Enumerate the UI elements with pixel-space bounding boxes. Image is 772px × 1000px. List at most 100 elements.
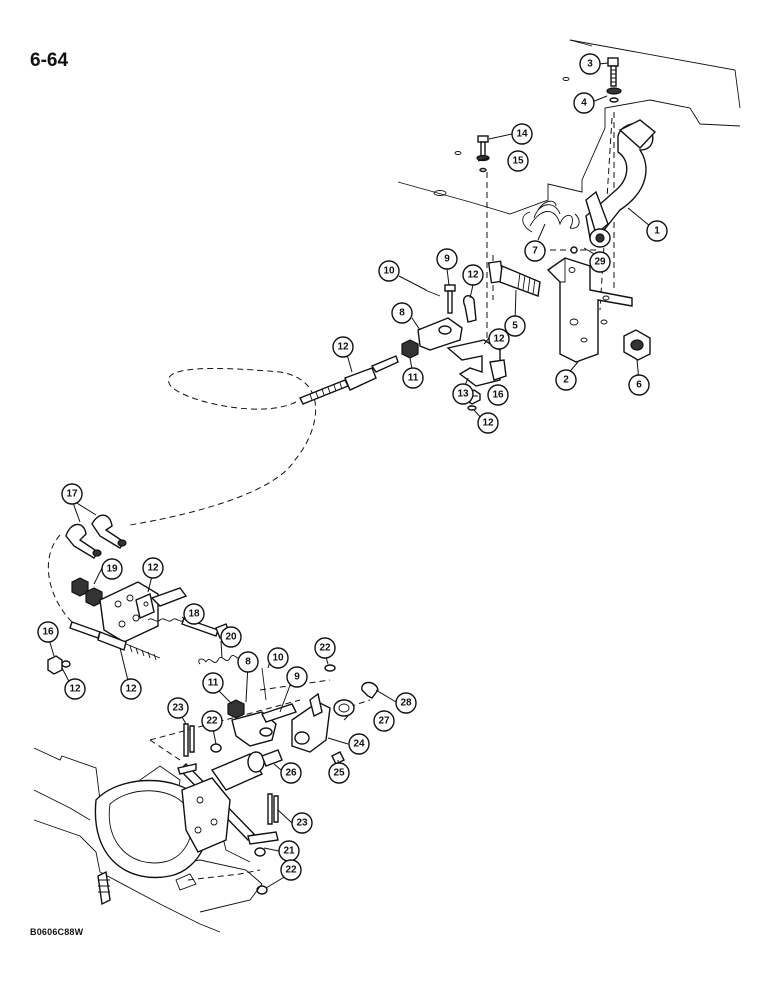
- callout-14: 14: [511, 123, 533, 145]
- callout-28: 28: [395, 692, 417, 714]
- bolt-3: [607, 57, 619, 87]
- callout-10-lower: 10: [267, 647, 289, 669]
- callout-9-lower: 9: [286, 666, 308, 688]
- svg-text:1: 1: [654, 226, 660, 237]
- svg-text:5: 5: [512, 321, 518, 332]
- svg-text:8: 8: [399, 308, 405, 319]
- mount-plate: [99, 581, 188, 643]
- svg-text:23: 23: [172, 703, 184, 714]
- svg-text:2: 2: [563, 375, 569, 386]
- svg-text:7: 7: [532, 246, 538, 257]
- callout-9-upper: 9: [436, 248, 458, 270]
- cable-end-upper: [299, 355, 399, 405]
- figure-code: B0606C88W: [30, 927, 84, 937]
- spring-7: [522, 200, 580, 233]
- svg-text:12: 12: [69, 684, 81, 695]
- svg-text:12: 12: [147, 563, 159, 574]
- callout-15: 15: [507, 150, 529, 172]
- callout-12-upper-b: 12: [488, 328, 510, 350]
- callout-8-upper: 8: [391, 302, 413, 324]
- svg-text:12: 12: [125, 684, 137, 695]
- svg-text:19: 19: [106, 564, 118, 575]
- callout-23-a: 23: [167, 697, 189, 719]
- washer-15: [476, 154, 490, 173]
- callout-23-b: 23: [291, 812, 313, 834]
- svg-text:21: 21: [283, 846, 295, 857]
- pivot-assembly-lower: [149, 664, 379, 791]
- svg-text:23: 23: [296, 818, 308, 829]
- callout-5: 5: [504, 315, 526, 337]
- cable-end-lower: [47, 534, 161, 661]
- svg-text:3: 3: [587, 59, 593, 70]
- callout-10-upper: 10: [378, 260, 400, 282]
- callout-22-c: 22: [280, 859, 302, 881]
- nut-6: [623, 329, 651, 361]
- svg-text:26: 26: [285, 768, 297, 779]
- callout-22-b: 22: [201, 710, 223, 732]
- callout-12-lower-b: 12: [64, 678, 86, 700]
- page-number: 6-64: [30, 50, 69, 71]
- callout-27: 27: [373, 710, 395, 732]
- callout-7: 7: [524, 240, 546, 262]
- callout-6: 6: [628, 374, 650, 396]
- svg-text:12: 12: [337, 342, 349, 353]
- callout-3: 3: [579, 53, 601, 75]
- callout-19: 19: [101, 558, 123, 580]
- svg-text:16: 16: [492, 390, 504, 401]
- callout-1: 1: [646, 220, 668, 242]
- callout-4: 4: [573, 92, 595, 114]
- screw-14: [477, 135, 489, 157]
- svg-text:17: 17: [66, 489, 78, 500]
- pedal-1: [570, 119, 657, 254]
- callout-21: 21: [278, 840, 300, 862]
- svg-text:12: 12: [482, 418, 494, 429]
- svg-text:4: 4: [581, 98, 587, 109]
- callout-25: 25: [328, 762, 350, 784]
- svg-text:16: 16: [42, 627, 54, 638]
- svg-text:24: 24: [353, 739, 365, 750]
- callout-8-lower: 8: [237, 651, 259, 673]
- svg-text:28: 28: [400, 698, 412, 709]
- callout-12-upper-d: 12: [477, 412, 499, 434]
- callout-22-a: 22: [314, 637, 336, 659]
- callout-26: 26: [280, 762, 302, 784]
- svg-text:18: 18: [188, 609, 200, 620]
- platform-outline: [397, 39, 741, 215]
- callout-11-upper: 11: [402, 367, 424, 389]
- svg-text:8: 8: [245, 657, 251, 668]
- svg-text:22: 22: [285, 865, 297, 876]
- transmission-housing: [33, 747, 263, 933]
- svg-text:13: 13: [457, 389, 469, 400]
- callout-11-lower: 11: [202, 672, 224, 694]
- callout-16-upper: 16: [487, 384, 509, 406]
- callout-16-lower: 16: [37, 621, 59, 643]
- svg-text:22: 22: [319, 643, 331, 654]
- callout-2: 2: [555, 369, 577, 391]
- svg-text:20: 20: [225, 632, 237, 643]
- callout-18: 18: [183, 603, 205, 625]
- callout-17: 17: [61, 483, 83, 505]
- svg-text:6: 6: [636, 380, 642, 391]
- pins-23: [183, 723, 279, 825]
- assembly-lines-upper: [129, 112, 615, 526]
- svg-text:11: 11: [208, 678, 219, 689]
- svg-text:9: 9: [444, 254, 450, 265]
- svg-text:14: 14: [516, 129, 528, 140]
- svg-text:11: 11: [408, 373, 419, 384]
- bracket-2: [546, 257, 633, 363]
- svg-text:12: 12: [493, 334, 505, 345]
- nut-16-lower: [47, 655, 71, 675]
- svg-text:25: 25: [333, 768, 345, 779]
- svg-text:15: 15: [512, 156, 524, 167]
- pivot-bolt-5: [487, 260, 541, 297]
- svg-text:9: 9: [294, 672, 300, 683]
- callout-12-upper-a: 12: [462, 264, 484, 286]
- nuts-19: [71, 577, 103, 607]
- callout-20: 20: [220, 626, 242, 648]
- svg-text:29: 29: [594, 257, 606, 268]
- callout-12-lower-c: 12: [120, 678, 142, 700]
- callout-12-upper-c: 12: [332, 336, 354, 358]
- callout-12-lower-a: 12: [142, 557, 164, 579]
- svg-text:27: 27: [378, 716, 390, 727]
